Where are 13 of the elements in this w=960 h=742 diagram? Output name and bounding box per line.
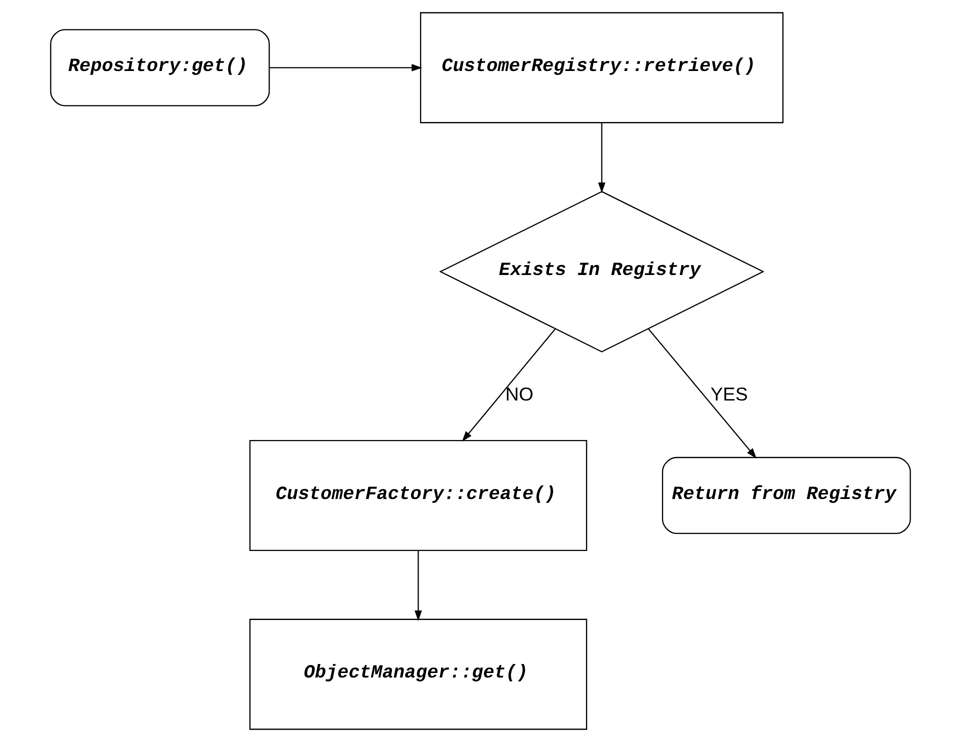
node-diamond: Exists In Registry [438, 190, 764, 352]
arrow [414, 550, 422, 622]
edge-label: YES [710, 384, 748, 405]
arrow [461, 328, 555, 442]
node-box: CustomerFactory::create() [248, 440, 587, 551]
arrow [598, 122, 605, 194]
node-box: Return from Registry [661, 456, 910, 534]
node-box: ObjectManager::get() [248, 618, 587, 730]
edge-label: NO [504, 384, 533, 405]
node-box: CustomerRegistry::retrieve() [420, 12, 783, 124]
arrow [269, 64, 422, 72]
node-box: Repository:get() [50, 29, 270, 106]
arrow [647, 328, 756, 459]
